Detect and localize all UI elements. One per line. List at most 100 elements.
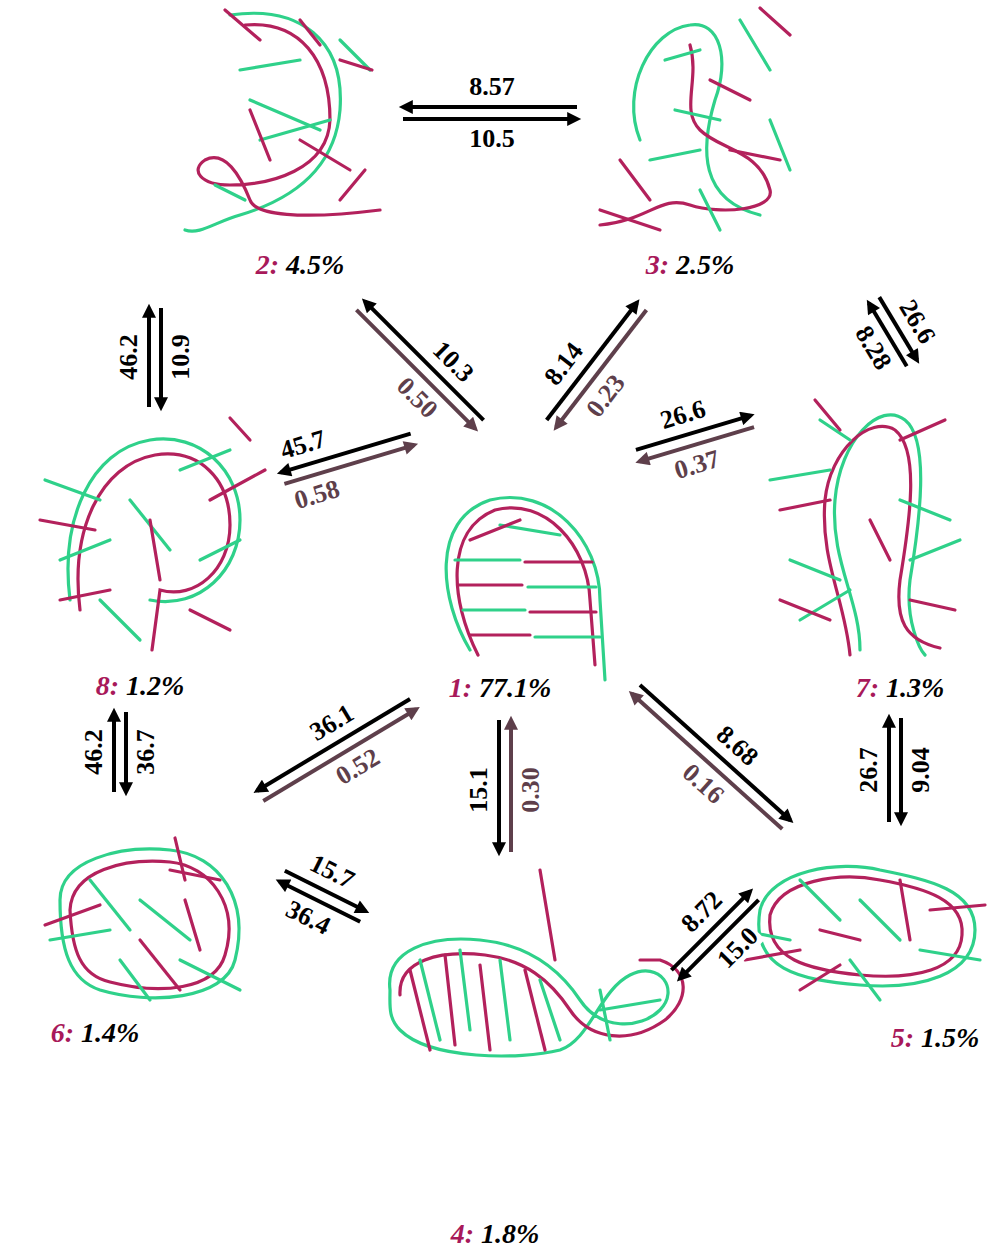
state-number: 2: <box>256 249 279 280</box>
strand-segment <box>780 600 830 620</box>
strand-segment <box>185 13 340 231</box>
strand-segment <box>200 540 240 560</box>
strand-segment <box>525 560 592 563</box>
state-node: 1:77.1% <box>420 430 630 712</box>
strand-segment <box>455 558 520 561</box>
strand-segment <box>410 970 430 1050</box>
state-label: 8:1.2% <box>96 671 185 702</box>
strand-segment <box>525 970 545 1050</box>
rate-constant: 26.6 <box>894 294 942 348</box>
rna-structure <box>600 8 790 230</box>
strand-segment <box>175 838 185 880</box>
state-number: 4: <box>451 1218 474 1249</box>
rate-constant: 9.04 <box>906 747 935 793</box>
strand-segment <box>540 980 560 1040</box>
state-number: 1: <box>449 672 472 703</box>
rate-label-box: 9.04 <box>908 745 934 795</box>
strand-segment <box>620 160 650 200</box>
strand-segment <box>600 990 610 1040</box>
strand-segment <box>759 866 975 986</box>
rate-label-box: 8.72 <box>675 885 728 938</box>
state-label: 6:1.4% <box>51 1017 140 1048</box>
state-node: 8:1.2% <box>30 415 275 704</box>
rate-arrow <box>257 699 410 791</box>
rate-constant: 10.3 <box>427 335 480 388</box>
strand-segment <box>180 960 240 990</box>
state-number: 5: <box>891 1021 914 1052</box>
rate-label-box: 36.7 <box>133 727 159 777</box>
rate-constant: 0.50 <box>391 372 444 425</box>
rate-constant: 10.5 <box>469 124 515 153</box>
rate-constant: 8.14 <box>539 337 590 391</box>
strand-segment <box>770 120 790 170</box>
rate-label-box: 0.58 <box>290 475 345 514</box>
rate-constant: 46.2 <box>79 729 108 775</box>
strand-segment <box>45 905 100 925</box>
rate-label-box: 8.68 <box>710 719 764 771</box>
state-node: 5:1.5% <box>760 830 990 1055</box>
strand-segment <box>930 905 985 910</box>
rna-structure <box>45 838 240 1000</box>
strand-segment <box>446 498 605 680</box>
rate-constant: 26.6 <box>656 394 708 435</box>
state-label: 4:1.8% <box>451 1219 540 1250</box>
rate-constant: 8.57 <box>469 72 515 101</box>
strand-segment <box>230 418 250 440</box>
rna-structure <box>770 400 960 655</box>
strand-segment <box>790 560 840 580</box>
rate-constant: 8.72 <box>675 885 728 938</box>
strand-segment <box>215 185 245 200</box>
state-number: 7: <box>856 672 879 703</box>
strand-segment <box>68 439 240 602</box>
rate-label-box: 0.30 <box>518 765 544 815</box>
strand-segment <box>535 635 600 638</box>
strand-segment <box>834 415 925 655</box>
rate-label-box: 8.57 <box>467 74 517 100</box>
strand-segment <box>600 45 770 225</box>
strand-segment <box>78 454 230 650</box>
strand-segment <box>445 955 455 1045</box>
strand-segment <box>170 870 220 880</box>
strand-segment <box>300 140 350 170</box>
rate-constant: 15.7 <box>305 848 359 894</box>
strand-segment <box>500 525 560 535</box>
strand-segment <box>710 80 750 100</box>
rate-constant: 8.28 <box>849 321 897 375</box>
strand-segment <box>45 480 100 500</box>
strand-segment <box>760 8 790 35</box>
rate-arrow <box>159 308 163 407</box>
state-node: 4:1.8% <box>370 860 670 1252</box>
state-population: 1.3% <box>886 672 944 703</box>
strand-segment <box>260 120 330 140</box>
strand-segment <box>740 20 770 70</box>
strand-segment <box>60 540 110 560</box>
state-number: 6: <box>51 1016 74 1047</box>
strand-segment <box>675 110 720 120</box>
rate-constant: 36.4 <box>282 895 336 941</box>
strand-segment <box>800 590 850 620</box>
rate-label-box: 0.37 <box>670 445 725 484</box>
strand-segment <box>225 10 260 40</box>
state-node: 6:1.4% <box>25 800 275 1050</box>
strand-segment <box>900 500 950 520</box>
strand-segment <box>650 150 700 160</box>
strand-segment <box>50 930 110 940</box>
state-population: 4.5% <box>286 249 344 280</box>
rate-constant: 45.7 <box>276 424 328 465</box>
strand-segment <box>100 600 140 640</box>
strand-segment <box>500 960 510 1040</box>
rate-label-box: 45.7 <box>275 426 330 465</box>
rate-arrow <box>509 720 513 852</box>
strand-segment <box>140 940 180 990</box>
rate-label-box: 8.28 <box>849 320 897 376</box>
strand-segment <box>770 877 963 976</box>
state-population: 77.1% <box>479 672 551 703</box>
strand-segment <box>210 470 265 500</box>
rate-constant: 0.37 <box>671 444 723 485</box>
state-population: 1.2% <box>126 670 184 701</box>
rate-arrow <box>899 718 903 822</box>
strand-segment <box>250 110 270 160</box>
